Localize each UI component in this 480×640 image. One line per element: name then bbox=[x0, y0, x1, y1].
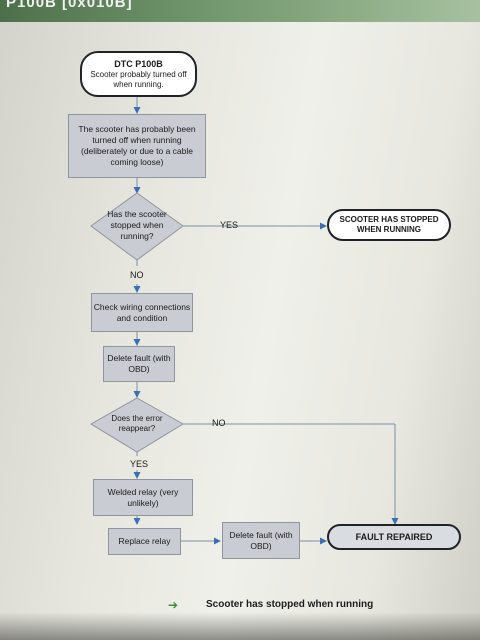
step-text: Welded relay (very unlikely) bbox=[107, 486, 179, 508]
decision-question: Does the error reappear? bbox=[111, 414, 163, 433]
dtc-code: DTC P100B bbox=[114, 58, 163, 69]
start-terminal: DTC P100B Scooter probably turned off wh… bbox=[80, 51, 197, 97]
yes-label: YES bbox=[130, 459, 149, 469]
header-bar: P100B [0x010B] bbox=[0, 0, 480, 22]
end-text: SCOOTER HAS STOPPED WHEN RUNNING bbox=[339, 215, 439, 234]
decision-diamond bbox=[90, 192, 184, 261]
decision-question: Has the scooter stopped when running? bbox=[107, 209, 167, 241]
step-text: Delete fault (with OBD) bbox=[229, 529, 293, 551]
step-welded-relay: Welded relay (very unlikely) bbox=[93, 479, 193, 516]
step-check-wiring: Check wiring connections and condition bbox=[91, 293, 193, 332]
end-repaired-terminal: FAULT REPAIRED bbox=[327, 524, 461, 550]
legend-arrow-icon: ➔ bbox=[168, 598, 179, 612]
no-label: NO bbox=[130, 270, 144, 280]
page-title: P100B [0x010B] bbox=[6, 0, 133, 11]
yes-label: YES bbox=[220, 220, 239, 230]
step-delete-fault: Delete fault (with OBD) bbox=[103, 346, 175, 382]
step-replace-relay: Replace relay bbox=[108, 528, 181, 555]
dtc-description: Scooter probably turned off when running… bbox=[90, 69, 187, 89]
legend-text: Scooter has stopped when running bbox=[206, 599, 374, 610]
step-text: Replace relay bbox=[118, 536, 171, 546]
end-text: FAULT REPAIRED bbox=[355, 531, 433, 542]
decision-diamond bbox=[90, 397, 184, 453]
end-stopped-terminal: SCOOTER HAS STOPPED WHEN RUNNING bbox=[327, 209, 451, 241]
step-probable-cause: The scooter has probably been turned off… bbox=[68, 114, 206, 178]
bottom-shadow bbox=[0, 612, 480, 640]
step-text: The scooter has probably been turned off… bbox=[78, 124, 196, 167]
step-text: Check wiring connections and condition bbox=[93, 301, 191, 323]
no-label: NO bbox=[212, 418, 226, 428]
step-delete-fault-final: Delete fault (with OBD) bbox=[222, 522, 300, 559]
step-text: Delete fault (with OBD) bbox=[107, 353, 171, 374]
